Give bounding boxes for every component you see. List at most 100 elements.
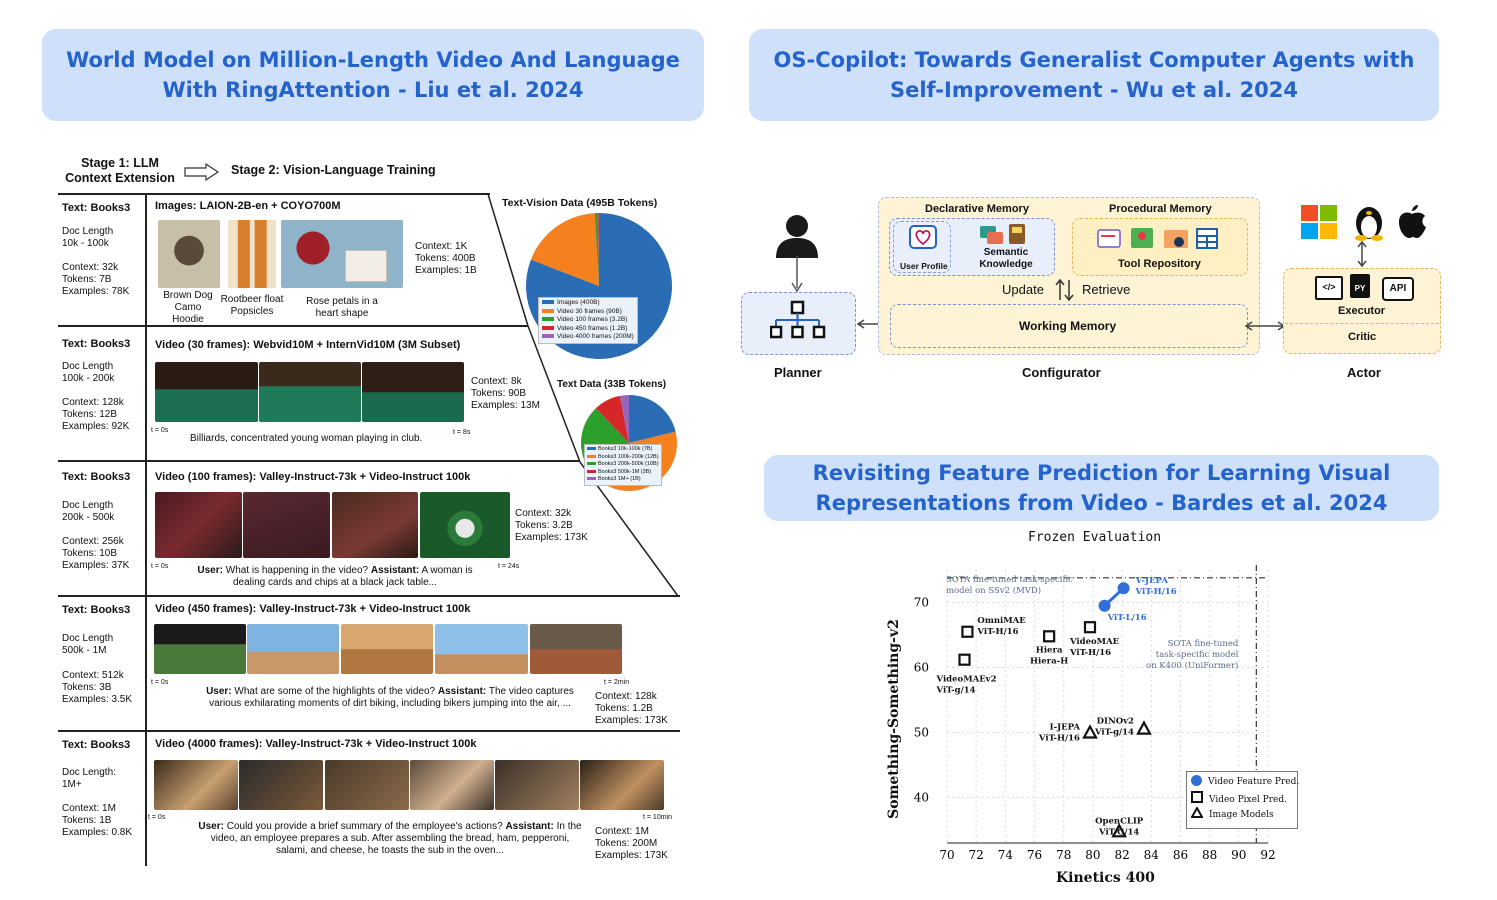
legend-item: Images (400B) xyxy=(542,299,634,308)
legend-item: Books3 100k-200k (12B) xyxy=(587,454,659,462)
row-divider xyxy=(58,595,680,597)
doc-length: Doc Length:1M+ xyxy=(62,767,116,791)
row-divider xyxy=(58,325,528,327)
row-1-title: Images: LAION-2B-en + COYO700M xyxy=(155,200,341,212)
legend-swatch xyxy=(542,334,554,338)
os-copilot-diagram: Planner Declarative Memory User Profile … xyxy=(730,190,1460,390)
assistant-answer-cont: dealing cards and chips at a black jack … xyxy=(232,577,437,588)
t-start: t = 0s xyxy=(151,563,169,570)
x-tick-label: 88 xyxy=(1202,848,1217,862)
pie-slice xyxy=(629,395,676,443)
point-label: ViT-H/16 xyxy=(1069,648,1111,658)
x-tick-label: 84 xyxy=(1144,848,1160,862)
examples: Examples: 78K xyxy=(62,286,130,297)
legend-label: Video Pixel Pred. xyxy=(1209,795,1287,805)
user-profile-icon xyxy=(909,225,937,249)
video-frame-dirtbike xyxy=(154,624,246,674)
semantic-line: Knowledge xyxy=(979,259,1033,270)
text-books3-title: Text: Books3 xyxy=(62,338,131,350)
pie-slice xyxy=(597,213,599,286)
video-frame-sub xyxy=(239,760,323,810)
semantic-line: Semantic xyxy=(983,247,1029,258)
caption-line: Rootbeer float xyxy=(220,294,284,305)
down-arrow-icon xyxy=(791,256,803,292)
configurator-label: Configurator xyxy=(1022,365,1101,380)
semantic-knowledge-icon xyxy=(980,224,1025,244)
user-icon xyxy=(776,215,818,258)
legend-swatch xyxy=(587,462,596,465)
y-tick-label: 60 xyxy=(914,661,929,675)
stat-tokens: Tokens: 3.2B xyxy=(515,520,573,531)
bidirectional-arrow-icon xyxy=(1244,321,1286,331)
stat-context: Context: 128k xyxy=(595,691,657,702)
legend-item: Video 100 frames (3.2B) xyxy=(542,316,634,325)
video-frame-dirtbike xyxy=(530,624,622,674)
t-end: t = 2min xyxy=(604,679,630,686)
doc-length-label: Doc Length xyxy=(62,500,114,511)
annotation-line: model on SSv2 (MVD) xyxy=(946,586,1042,596)
user-question: Could you provide a brief summary of the… xyxy=(226,821,503,832)
pie1-legend: Images (400B) Video 30 frames (90B) Vide… xyxy=(538,297,638,344)
point-label: V-JEPA xyxy=(1135,576,1169,586)
video-frame-blackjack xyxy=(420,492,510,558)
executor-label: Executor xyxy=(1338,305,1386,317)
point-label: ViT-g/14 xyxy=(1094,728,1134,738)
text-books3-title: Text: Books3 xyxy=(62,202,131,214)
x-tick-label: 78 xyxy=(1056,848,1071,862)
image-model-marker xyxy=(1136,720,1152,735)
planner-label: Planner xyxy=(774,365,822,380)
legend-circle-marker xyxy=(1191,775,1202,786)
row-5-qa: User: Could you provide a brief summary … xyxy=(190,821,590,857)
video-frame-blackjack xyxy=(243,492,330,558)
doc-length-value: 100k - 200k xyxy=(62,373,115,384)
video-frame-billiards xyxy=(155,362,258,422)
assistant-answer-cont: salami, and cheese, he toasts the sub in… xyxy=(276,845,504,856)
legend-swatch xyxy=(587,454,596,458)
y-tick-label: 70 xyxy=(914,596,929,610)
text-books3-title: Text: Books3 xyxy=(62,471,131,483)
y-tick-label: 40 xyxy=(914,791,929,805)
actor-label: Actor xyxy=(1347,365,1381,380)
dog-hoodie-image xyxy=(158,220,220,288)
pixel-pred-marker xyxy=(961,625,974,638)
y-axis-label: Something-Something-v2 xyxy=(886,619,902,819)
legend-item: Books3 500k-1M (3B) xyxy=(587,469,659,477)
api-icon: API xyxy=(1382,277,1414,301)
text-books3-title: Text: Books3 xyxy=(62,739,131,751)
stage2-label: Stage 2: Vision-Language Training xyxy=(231,163,436,177)
stage1-line1: Stage 1: LLM xyxy=(81,156,159,170)
api-icon-text: API xyxy=(1389,283,1407,294)
column-divider xyxy=(145,194,147,866)
point-label: ViT-H/16 xyxy=(1038,734,1080,744)
legend-label: Images (400B) xyxy=(557,299,600,306)
legend-label: Video Feature Pred. xyxy=(1208,777,1300,787)
text-data-title: Text Data (33B Tokens) xyxy=(557,379,667,390)
assistant-answer: A woman is xyxy=(421,565,473,576)
point-label: ViT-L/16 xyxy=(1107,613,1147,623)
legend-swatch xyxy=(587,447,596,450)
row-3-title: Video (100 frames): Valley-Instruct-73k … xyxy=(155,471,471,483)
legend-label: Video 450 frames (1.2B) xyxy=(557,324,628,332)
legend-label: Books3 500k-1M (3B) xyxy=(598,468,652,475)
x-tick-label: 86 xyxy=(1173,848,1188,862)
legend-swatch xyxy=(542,308,554,313)
chart-title: Frozen Evaluation xyxy=(1028,530,1162,545)
t-end: t = 8s xyxy=(453,429,471,436)
x-tick-label: 76 xyxy=(1027,848,1042,862)
update-label: Update xyxy=(1002,282,1044,297)
apple-logo-icon xyxy=(1399,205,1426,238)
text-books3-title: Text: Books3 xyxy=(62,604,131,616)
stat-context: Context: 1M xyxy=(595,826,649,837)
x-tick-label: 74 xyxy=(998,848,1014,862)
pixel-pred-marker xyxy=(958,653,971,666)
chart-legend: Video Feature Pred. Video Pixel Pred. Im… xyxy=(1186,771,1300,829)
video-frame-dirtbike xyxy=(341,624,433,674)
